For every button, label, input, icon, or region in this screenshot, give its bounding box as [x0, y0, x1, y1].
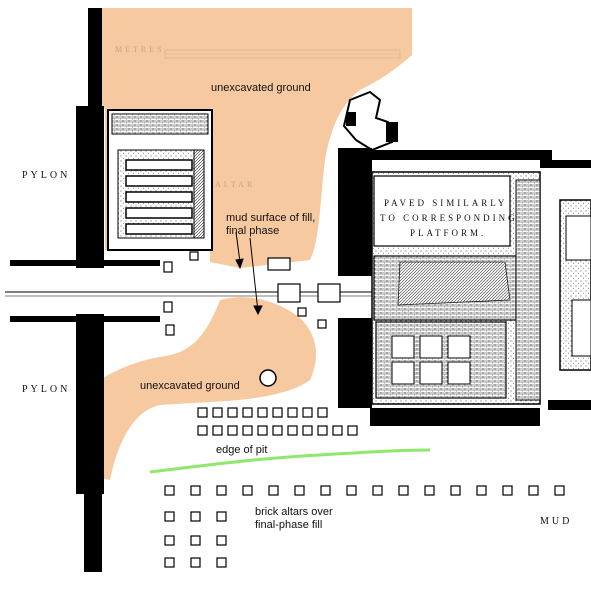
pylon-lower-wall — [84, 490, 102, 572]
edge-of-pit-line — [149, 448, 431, 474]
annotation-arrows — [235, 231, 263, 316]
unexcavated-label-bottom: unexcavated ground — [140, 380, 240, 392]
brick-altar — [227, 407, 238, 418]
temple-east — [548, 199, 591, 410]
brick-altar — [242, 485, 253, 496]
brick-altar — [164, 557, 175, 568]
brick-altar — [257, 425, 268, 436]
brick-altar — [476, 485, 487, 496]
brick-altars-label-line1: brick altars over — [255, 506, 333, 518]
brick-altar — [216, 511, 227, 522]
brick-altar — [502, 485, 513, 496]
brick-altar — [554, 485, 565, 496]
mud-label: MUD — [540, 516, 573, 527]
mud-surface-label-line1: mud surface of fill, — [226, 212, 316, 224]
brick-altar — [212, 425, 223, 436]
brick-altar — [216, 535, 227, 546]
pylon-label-bottom: PYLON — [22, 384, 71, 395]
brick-altar — [190, 535, 201, 546]
brick-altar — [164, 535, 175, 546]
brick-altar — [347, 425, 358, 436]
brick-altar — [164, 485, 175, 496]
temple-wall-west — [338, 148, 372, 276]
brick-altar — [287, 425, 298, 436]
brick-altar — [320, 485, 331, 496]
brick-altar — [287, 407, 298, 418]
unexcavated-label-top: unexcavated ground — [211, 82, 311, 94]
brick-altar — [242, 425, 253, 436]
brick-altar — [372, 485, 383, 496]
metres-label: METRES — [115, 45, 165, 54]
altar-building — [107, 109, 213, 251]
brick-altar — [424, 485, 435, 496]
brick-altar-grid — [164, 407, 565, 568]
brick-altar — [398, 485, 409, 496]
pylon-label-top: PYLON — [22, 170, 71, 181]
brick-altar — [216, 557, 227, 568]
brick-altar — [294, 485, 305, 496]
brick-altar — [317, 407, 328, 418]
brick-altar — [272, 407, 283, 418]
paved-note-line1: PAVED SIMILARLY — [384, 198, 508, 208]
pylon-top — [76, 106, 104, 268]
brick-altar — [272, 425, 283, 436]
brick-altars-label-line2: final-phase fill — [255, 519, 323, 531]
brick-altar — [190, 557, 201, 568]
mud-surface-label-line2: final phase — [226, 225, 280, 237]
brick-altar — [212, 407, 223, 418]
brick-altar — [242, 407, 253, 418]
paved-note-line2: TO CORRESPONDING — [380, 213, 518, 223]
brick-altar — [317, 425, 328, 436]
temple-wall-lower — [338, 318, 372, 408]
brick-altar — [164, 511, 175, 522]
temple-main — [371, 171, 541, 405]
unexcavated-area-bottom — [100, 297, 316, 480]
brick-altar — [197, 407, 208, 418]
brick-altar — [268, 485, 279, 496]
gateway-ruin — [342, 90, 398, 152]
brick-altar — [450, 485, 461, 496]
brick-altar — [216, 485, 227, 496]
brick-altar — [227, 425, 238, 436]
pylon-upper-wall — [88, 8, 102, 110]
brick-altar — [190, 511, 201, 522]
pylon-bottom — [76, 314, 104, 494]
brick-altar — [302, 425, 313, 436]
brick-altar — [528, 485, 539, 496]
altar-label: ALTAR — [215, 180, 256, 189]
edge-of-pit-label: edge of pit — [216, 444, 268, 456]
brick-altar — [197, 425, 208, 436]
brick-altar — [332, 425, 343, 436]
metre-scale — [164, 49, 401, 59]
brick-altar — [302, 407, 313, 418]
paved-note-line3: PLATFORM. — [410, 228, 487, 238]
round-feature — [259, 369, 277, 387]
brick-altar — [190, 485, 201, 496]
brick-altar — [257, 407, 268, 418]
brick-altar — [346, 485, 357, 496]
